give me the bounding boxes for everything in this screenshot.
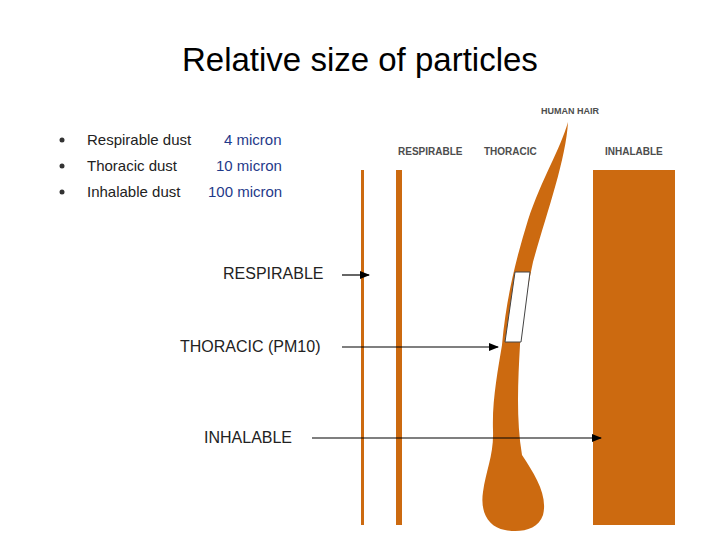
bullet-dot <box>60 164 65 169</box>
inhalable-particle-bar <box>593 170 675 525</box>
column-header: THORACIC <box>484 146 537 158</box>
bullet-text: Respirable dust <box>87 131 191 149</box>
size-value: 100 micron <box>208 183 282 201</box>
pointer-label: THORACIC (PM10) <box>180 337 320 356</box>
leader-arrow <box>312 437 601 438</box>
slide-title: Relative size of particles <box>182 40 538 80</box>
bullet-text: Thoracic dust <box>87 157 177 175</box>
size-value: 10 micron <box>216 157 282 175</box>
bullet-text: Inhalable dust <box>87 183 180 201</box>
leader-arrow <box>342 274 369 275</box>
thoracic-gap <box>505 272 530 342</box>
size-value: 4 micron <box>224 131 282 149</box>
bullet-dot <box>60 190 65 195</box>
pointer-label: INHALABLE <box>204 428 292 447</box>
column-header: INHALABLE <box>605 146 663 158</box>
human-hair-shape <box>482 122 568 531</box>
pointer-label: RESPIRABLE <box>223 264 323 283</box>
hair-label: HUMAN HAIR <box>541 106 599 117</box>
column-header: RESPIRABLE <box>398 146 462 158</box>
bullet-dot <box>60 138 65 143</box>
leader-arrow <box>342 346 498 347</box>
